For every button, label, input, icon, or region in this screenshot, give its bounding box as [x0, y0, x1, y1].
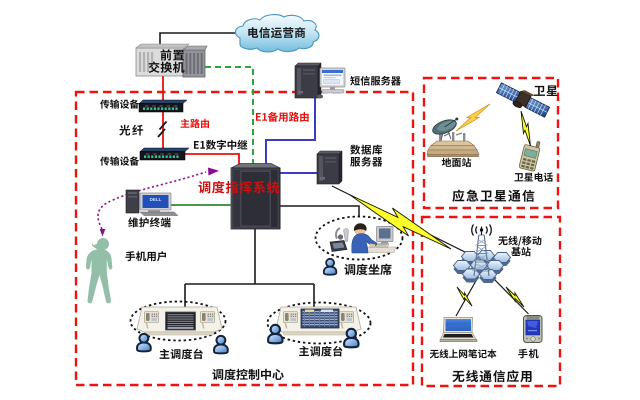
svg-text:DELL: DELL	[150, 197, 162, 202]
